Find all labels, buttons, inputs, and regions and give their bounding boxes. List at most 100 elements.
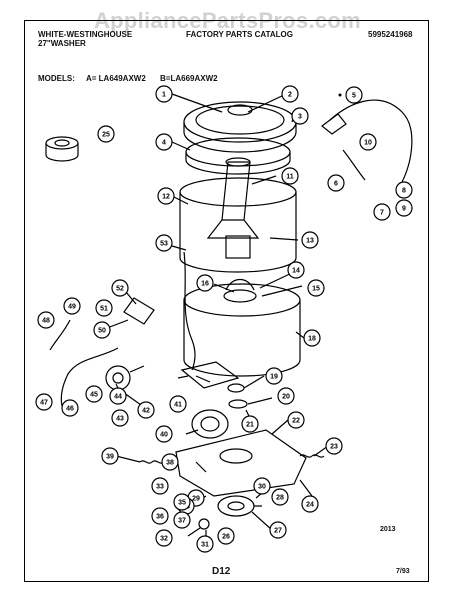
callout-number: 43: [116, 416, 124, 423]
callout-27: 27: [269, 521, 287, 539]
part-drain-hose-drawing: [49, 297, 155, 407]
callout-4: 4: [155, 133, 173, 151]
callout-circle: [253, 477, 271, 495]
callout-40: 40: [155, 425, 173, 443]
callout-circle: [85, 385, 103, 403]
part-spring-left-drawing: [139, 460, 165, 464]
callout-circle: [61, 399, 79, 417]
callout-circle: [395, 181, 413, 199]
model-b: B=LA669AXW2: [160, 74, 218, 83]
callout-19: 19: [265, 367, 283, 385]
callout-circle: [277, 387, 295, 405]
callout-circle: [307, 279, 325, 297]
callout-number: 52: [116, 286, 124, 293]
callout-circle: [111, 279, 129, 297]
callout-14: 14: [287, 261, 305, 279]
callout-46: 46: [61, 399, 79, 417]
callout-number: 46: [66, 406, 74, 413]
callout-28: 28: [271, 488, 289, 506]
callout-number: 32: [160, 536, 168, 543]
callout-30: 30: [253, 477, 271, 495]
part-tub-cover-drawing: [185, 137, 291, 175]
callout-51: 51: [95, 299, 113, 317]
callout-circle: [169, 395, 187, 413]
callout-number: 51: [100, 306, 108, 313]
callout-number: 48: [42, 318, 50, 325]
callout-31: 31: [196, 535, 214, 553]
part-agitator-drawing: [206, 157, 260, 239]
callout-number: 24: [306, 502, 314, 509]
callout-45: 45: [85, 385, 103, 403]
callout-number: 4: [162, 140, 166, 147]
callout-number: 45: [90, 392, 98, 399]
callout-circle: [109, 387, 127, 405]
callout-circle: [137, 401, 155, 419]
callout-circle: [93, 321, 111, 339]
part-clutch-drawing: [217, 495, 255, 517]
callout-circle: [97, 125, 115, 143]
page-code: 2013: [380, 526, 396, 533]
callout-circle: [287, 261, 305, 279]
callout-number: 7: [380, 210, 384, 217]
callout-number: 13: [306, 238, 314, 245]
part-washer-drawing: [198, 518, 210, 530]
callout-circle: [281, 85, 299, 103]
callout-number: 40: [160, 432, 168, 439]
callout-50: 50: [93, 321, 111, 339]
callout-circle: [173, 493, 191, 511]
callout-23: 23: [325, 437, 343, 455]
callout-circle: [281, 167, 299, 185]
callout-circle: [291, 107, 309, 125]
callout-number: 1: [162, 92, 166, 99]
callout-circle: [269, 521, 287, 539]
callout-circle: [217, 527, 235, 545]
callout-25: 25: [97, 125, 115, 143]
callout-32: 32: [155, 529, 173, 547]
callout-circle: [95, 299, 113, 317]
callout-circle: [155, 529, 173, 547]
callout-circle: [359, 133, 377, 151]
callout-number: 44: [114, 394, 122, 401]
callout-circle: [101, 447, 119, 465]
callout-38: 38: [161, 453, 179, 471]
callout-42: 42: [137, 401, 155, 419]
callout-37: 37: [173, 511, 191, 529]
callout-15: 15: [307, 279, 325, 297]
brand-line-2: 27"WASHER: [38, 39, 86, 48]
callout-number: 38: [166, 460, 174, 467]
callout-number: 16: [201, 281, 209, 288]
callout-circle: [301, 231, 319, 249]
callout-48: 48: [37, 311, 55, 329]
callout-circle: [151, 507, 169, 525]
callout-33: 33: [151, 477, 169, 495]
callout-number: 27: [274, 528, 282, 535]
callout-circle: [303, 329, 321, 347]
callout-7: 7: [373, 203, 391, 221]
callout-circle: [373, 203, 391, 221]
callout-43: 43: [111, 409, 129, 427]
callout-circle: [196, 274, 214, 292]
part-base-drawing: [175, 429, 307, 497]
callout-24: 24: [301, 495, 319, 513]
callout-3: 3: [291, 107, 309, 125]
callout-number: 36: [156, 514, 164, 521]
callout-number: 42: [142, 408, 150, 415]
callout-number: 53: [160, 241, 168, 248]
callout-5: 5: [345, 86, 363, 104]
callout-circle: [325, 437, 343, 455]
callout-circle: [155, 425, 173, 443]
callout-18: 18: [303, 329, 321, 347]
callout-21: 21: [241, 415, 259, 433]
callout-number: 30: [258, 484, 266, 491]
callout-circle: [173, 511, 191, 529]
callout-26: 26: [217, 527, 235, 545]
callout-circle: [345, 86, 363, 104]
callout-number: 26: [222, 534, 230, 541]
callout-circle: [395, 199, 413, 217]
callout-circle: [155, 133, 173, 151]
callout-number: 10: [364, 140, 372, 147]
callout-53: 53: [155, 234, 173, 252]
callout-circle: [37, 311, 55, 329]
callout-number: 3: [298, 114, 302, 121]
